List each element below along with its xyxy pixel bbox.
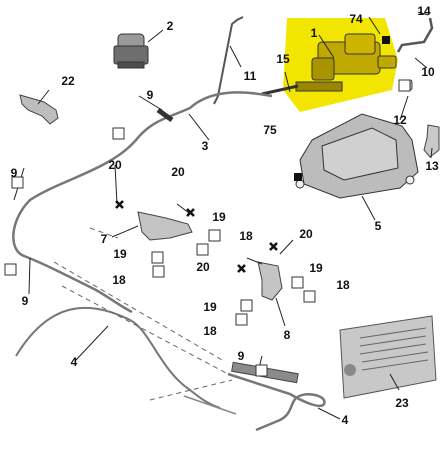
callout-12: 12 [393, 113, 407, 127]
leader-lines [13, 11, 433, 420]
callout-18d: 18 [203, 324, 217, 338]
callout-20b: 20 [171, 165, 185, 179]
cross-markers [115, 200, 278, 273]
rod-part[interactable] [213, 16, 244, 105]
callout-9a: 9 [147, 88, 154, 102]
callout-75: 75 [263, 123, 277, 137]
callout-4a: 4 [71, 355, 78, 369]
bracket-13[interactable] [423, 124, 440, 158]
callout-19d: 19 [203, 300, 217, 314]
reference-squares [4, 79, 411, 377]
switch-part[interactable] [113, 33, 149, 69]
bracket-7[interactable] [137, 211, 193, 241]
callout-9d: 9 [238, 349, 245, 363]
callout-10: 10 [421, 65, 435, 79]
marker-74 [382, 36, 390, 44]
callout-23: 23 [395, 396, 409, 410]
callout-18a: 18 [239, 229, 253, 243]
callout-14: 14 [417, 4, 431, 18]
cable-fitting[interactable] [156, 107, 174, 123]
callout-11: 11 [244, 69, 257, 83]
main-cable[interactable] [12, 91, 273, 314]
callout-20d: 20 [196, 260, 210, 274]
marker-75 [294, 173, 302, 181]
callout-1: 1 [311, 26, 318, 40]
callout-2: 2 [167, 19, 174, 33]
bracket-22[interactable] [19, 94, 59, 125]
callout-9c: 9 [22, 294, 29, 308]
callout-19b: 19 [113, 247, 127, 261]
callout-19c: 19 [309, 261, 323, 275]
callout-20a: 20 [108, 158, 122, 172]
actuator-motor[interactable] [261, 33, 397, 96]
callout-18b: 18 [112, 273, 126, 287]
callout-8: 8 [284, 328, 291, 342]
callout-20c: 20 [299, 227, 313, 241]
label-plate[interactable] [339, 315, 437, 399]
callout-22: 22 [61, 74, 75, 88]
callout-3: 3 [202, 139, 209, 153]
callout-5: 5 [375, 219, 382, 233]
cable-end-left [183, 395, 237, 415]
guide-lines [53, 227, 233, 401]
callout-13: 13 [425, 159, 439, 173]
small-cable-part[interactable] [396, 17, 434, 53]
callout-19a: 19 [212, 210, 226, 224]
callout-7: 7 [101, 232, 108, 246]
callout-9b: 9 [11, 166, 18, 180]
callout-4b: 4 [342, 413, 349, 427]
callout-18c: 18 [336, 278, 350, 292]
lower-cable-right[interactable] [227, 372, 326, 432]
lower-cable-left[interactable] [15, 306, 221, 409]
housing-part[interactable] [295, 113, 419, 199]
callout-74: 74 [349, 12, 363, 26]
callout-15: 15 [276, 52, 290, 66]
clip-8[interactable] [257, 261, 283, 301]
